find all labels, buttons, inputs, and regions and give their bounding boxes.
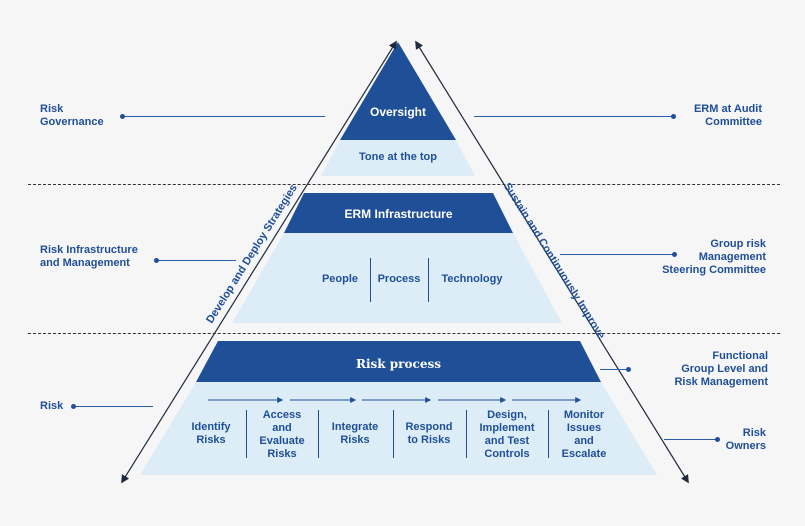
column-divider [370, 258, 371, 302]
step-respond-to-risks: Respond to Risks [405, 421, 453, 446]
connector-line [664, 439, 716, 440]
connector-dot [626, 367, 631, 372]
connector-dot [672, 252, 677, 257]
connector-dot [120, 114, 125, 119]
column-divider [466, 410, 467, 458]
section-divider [28, 184, 780, 185]
step-identify-risks: Identify Risks [191, 421, 231, 446]
connector-dot [154, 258, 159, 263]
label-group-risk-steering: Group risk Management Steering Committee [662, 238, 766, 276]
connector-line [124, 116, 325, 117]
column-divider [428, 258, 429, 302]
risk-process-title: Risk process [356, 357, 441, 371]
connector-line [75, 406, 153, 407]
label-risk-governance: Risk Governance [40, 103, 104, 128]
step-design-implement-test: Design, Implement and Test Controls [479, 409, 535, 460]
connector-line [560, 254, 673, 255]
label-erm-audit-committee: ERM at Audit Committee [693, 103, 762, 128]
step-access-evaluate: Access and Evaluate Risks [259, 409, 305, 460]
connector-dot [715, 437, 720, 442]
left-side-arrow [121, 40, 397, 484]
right-side-arrow [415, 40, 689, 484]
column-divider [548, 410, 549, 458]
column-divider [393, 410, 394, 458]
column-divider [246, 410, 247, 458]
label-functional-group-level: Functional Group Level and Risk Manageme… [674, 350, 768, 388]
oversight-title: Oversight [369, 105, 426, 119]
oversight-band [340, 42, 456, 140]
erm-item-people: People [321, 273, 359, 285]
label-risk-owners: Risk Owners [725, 427, 766, 452]
erm-infrastructure-title: ERM Infrastructure [344, 207, 453, 221]
column-divider [318, 410, 319, 458]
step-integrate-risks: Integrate Risks [331, 421, 379, 446]
label-risk-infrastructure: Risk Infrastructure and Management [40, 244, 138, 269]
erm-item-process: Process [377, 273, 421, 285]
connector-line [158, 260, 236, 261]
connector-dot [671, 114, 676, 119]
connector-dot [71, 404, 76, 409]
label-risk: Risk [40, 400, 64, 412]
connector-line [474, 116, 672, 117]
erm-item-technology: Technology [441, 273, 503, 285]
step-monitor-escalate: Monitor Issues and Escalate [561, 409, 607, 460]
section-divider [28, 333, 780, 334]
tone-at-top-label: Tone at the top [358, 151, 437, 163]
connector-line [600, 369, 626, 370]
